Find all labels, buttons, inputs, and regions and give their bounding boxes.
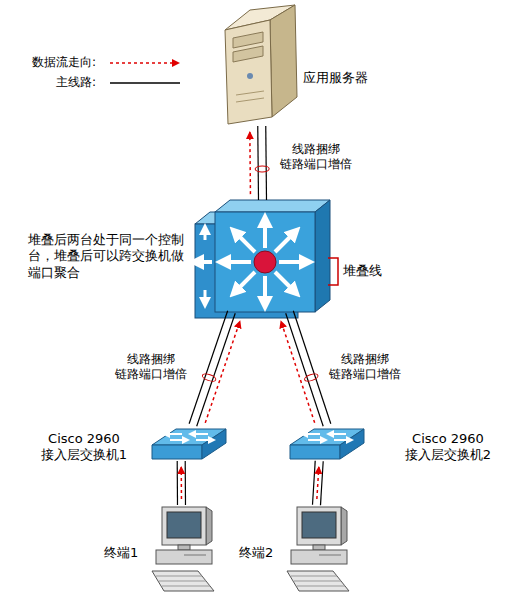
bundle-mark [255, 166, 269, 172]
server-icon [225, 5, 297, 124]
node-label: 终端2 [239, 545, 309, 561]
node-label: 应用服务器 [303, 70, 388, 86]
data-flow-arrow [317, 467, 319, 499]
terminal-node: 终端2 [285, 505, 355, 593]
core-switch-stack [204, 232, 207, 240]
legend-text: 数据流走向: [20, 55, 96, 70]
terminal-icon [152, 507, 214, 591]
server-icon [236, 91, 264, 95]
main-line [197, 313, 236, 426]
data-flow-arrow [180, 467, 182, 499]
core-switch-stack [263, 276, 267, 300]
legend-row: 主线路: [20, 75, 182, 90]
core-switch-stack [204, 290, 207, 300]
access-switch-icon [152, 429, 226, 459]
data-flow-arrow [205, 321, 240, 423]
node-label: 堆叠后两台处于同一个控制台，堆叠后可以跨交换机做端口聚合 [28, 232, 186, 281]
server-icon [236, 98, 264, 102]
link-connector [313, 461, 324, 505]
main-line [265, 126, 267, 200]
core-switch-stack [315, 200, 330, 312]
link-connector [281, 311, 331, 427]
data-flow-arrow [249, 132, 251, 194]
server-icon [233, 32, 263, 48]
callout-label: 堆叠线 [343, 263, 382, 279]
legend-sample [108, 57, 182, 69]
core-switch-stack [200, 260, 212, 264]
link-label: 线路捆绑 链路端口增倍 [322, 352, 408, 382]
main-line [313, 461, 316, 505]
access-switch-icon [290, 429, 364, 459]
legend-line [110, 62, 172, 64]
stack-bracket [328, 258, 338, 285]
link-label: 线路捆绑 链路端口增倍 [274, 142, 358, 172]
server-icon [225, 20, 272, 124]
server-icon [270, 5, 297, 117]
core-switch-node: 堆叠后两台处于同一个控制台，堆叠后可以跨交换机做端口聚合 [195, 200, 330, 312]
core-switch-stack [254, 251, 276, 273]
node-label: 终端1 [104, 545, 174, 561]
core-switch-stack [275, 235, 292, 252]
core-switch-stack [215, 212, 315, 312]
core-switch-stack [195, 200, 330, 318]
access-switch-node: Cisco 2960 接入层交换机2 [288, 425, 366, 461]
link-connector [250, 126, 269, 200]
core-switch-stack [263, 224, 267, 248]
legend-line [110, 82, 180, 84]
legend-text: 主线路: [20, 75, 96, 90]
terminal-node: 终端1 [150, 505, 220, 593]
legend-sample [108, 77, 182, 89]
node-label: Cisco 2960 接入层交换机1 [36, 431, 132, 464]
link-connector [177, 461, 185, 505]
access-switch-node: Cisco 2960 接入层交换机1 [150, 425, 228, 461]
server-node: 应用服务器 [215, 8, 300, 126]
server-icon [247, 73, 253, 79]
core-switch-stack [279, 260, 303, 264]
main-line [286, 313, 324, 426]
bundle-mark [304, 372, 319, 382]
main-line [257, 126, 259, 200]
link-label: 线路捆绑 链路端口增倍 [108, 352, 194, 382]
core-switch-stack [275, 272, 292, 289]
core-switch-stack [238, 235, 255, 252]
bundle-mark [201, 372, 216, 382]
core-switch-stack [215, 200, 330, 212]
terminal-icon [287, 507, 349, 591]
core-switch-stack [238, 272, 255, 289]
main-line [177, 461, 179, 505]
node-label: Cisco 2960 接入层交换机2 [400, 431, 496, 464]
data-flow-arrow [281, 321, 315, 423]
server-icon [233, 46, 263, 62]
legend-row: 数据流走向: [20, 55, 182, 70]
core-switch-stack [227, 260, 251, 264]
main-line [185, 461, 187, 505]
legend-arrowhead [172, 59, 180, 67]
main-line [189, 311, 228, 424]
main-line [293, 311, 331, 424]
link-connector [189, 311, 240, 427]
main-line [320, 461, 323, 505]
